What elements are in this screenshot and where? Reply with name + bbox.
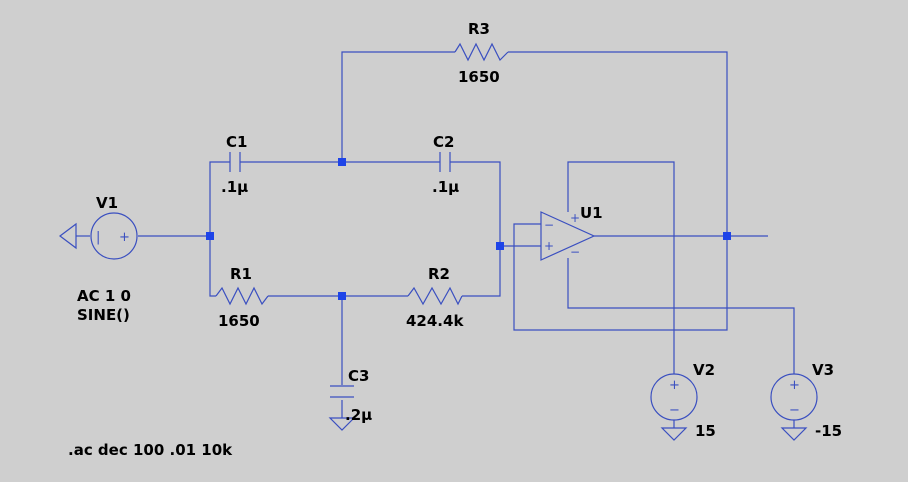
spice-directive[interactable]: .ac dec 100 .01 10k bbox=[68, 441, 233, 459]
opamp-minus-input-label: − bbox=[544, 218, 554, 232]
opamp-vpos-pin-label: + bbox=[570, 211, 580, 225]
c2-capacitor[interactable] bbox=[439, 152, 451, 172]
junctions bbox=[206, 158, 731, 300]
wire-c2-nodeE[interactable] bbox=[450, 161, 501, 246]
v1-ground-icon bbox=[59, 222, 77, 250]
r3-value-label: 1650 bbox=[458, 68, 500, 86]
r2-value-label: 424.4k bbox=[406, 312, 464, 330]
v1-plus-pin: + bbox=[119, 230, 130, 245]
r1-value-label: 1650 bbox=[218, 312, 260, 330]
v3-minus-pin: − bbox=[789, 403, 800, 418]
r2-name-label: R2 bbox=[428, 265, 450, 283]
opamp-vneg-pin-label: − bbox=[570, 245, 580, 259]
junction-nodeE[interactable] bbox=[496, 242, 504, 250]
u1-opamp[interactable]: − + + − bbox=[540, 211, 596, 261]
c3-name-label: C3 bbox=[348, 367, 369, 385]
v2-source[interactable]: + − bbox=[650, 373, 698, 441]
r1-resistor[interactable] bbox=[215, 286, 269, 306]
v3-value-label: -15 bbox=[815, 422, 842, 440]
v2-name-label: V2 bbox=[693, 361, 715, 379]
v3-name-label: V3 bbox=[812, 361, 834, 379]
v1-value-line2: SINE() bbox=[77, 306, 130, 324]
wire-r3-right[interactable] bbox=[508, 51, 728, 236]
wire-r3-left[interactable] bbox=[341, 51, 455, 162]
c2-name-label: C2 bbox=[433, 133, 454, 151]
c1-capacitor[interactable] bbox=[229, 152, 241, 172]
c3-capacitor[interactable] bbox=[330, 385, 354, 398]
junction-nodeB[interactable] bbox=[338, 158, 346, 166]
v2-ground-icon bbox=[660, 427, 688, 441]
c3-value-label: .2µ bbox=[345, 406, 372, 424]
v3-source[interactable]: + − bbox=[770, 373, 818, 441]
r3-name-label: R3 bbox=[468, 20, 490, 38]
opamp-triangle-icon bbox=[540, 211, 596, 261]
v1-source[interactable]: | + bbox=[59, 212, 138, 260]
wire-r2-nodeE[interactable] bbox=[462, 246, 501, 297]
v2-minus-pin: − bbox=[669, 403, 680, 418]
wire-nodeA-c1[interactable] bbox=[209, 161, 230, 236]
v1-value-line1: AC 1 0 bbox=[77, 287, 131, 305]
r2-resistor[interactable] bbox=[407, 286, 463, 306]
c2-value-label: .1µ bbox=[432, 178, 459, 196]
wire-vneg-supply[interactable] bbox=[567, 258, 795, 374]
v3-ground-icon bbox=[780, 427, 808, 441]
v2-plus-pin: + bbox=[669, 378, 680, 393]
v3-plus-pin: + bbox=[789, 378, 800, 393]
r3-resistor[interactable] bbox=[454, 42, 509, 62]
opamp-plus-input-label: + bbox=[544, 239, 554, 253]
junction-output[interactable] bbox=[723, 232, 731, 240]
v1-left-pin: | bbox=[96, 230, 100, 245]
r1-name-label: R1 bbox=[230, 265, 252, 283]
c3-ground-icon bbox=[328, 417, 356, 431]
v1-source-icon bbox=[90, 212, 138, 260]
junction-nodeA[interactable] bbox=[206, 232, 214, 240]
junction-nodeC[interactable] bbox=[338, 292, 346, 300]
wire-nodeA-r1[interactable] bbox=[209, 236, 216, 297]
wire-vpos-supply[interactable] bbox=[567, 161, 675, 374]
u1-name-label: U1 bbox=[580, 204, 603, 222]
c1-name-label: C1 bbox=[226, 133, 247, 151]
c1-value-label: .1µ bbox=[221, 178, 248, 196]
wire-minus-feedback[interactable] bbox=[513, 223, 728, 331]
v2-value-label: 15 bbox=[695, 422, 716, 440]
v1-name-label: V1 bbox=[96, 194, 118, 212]
